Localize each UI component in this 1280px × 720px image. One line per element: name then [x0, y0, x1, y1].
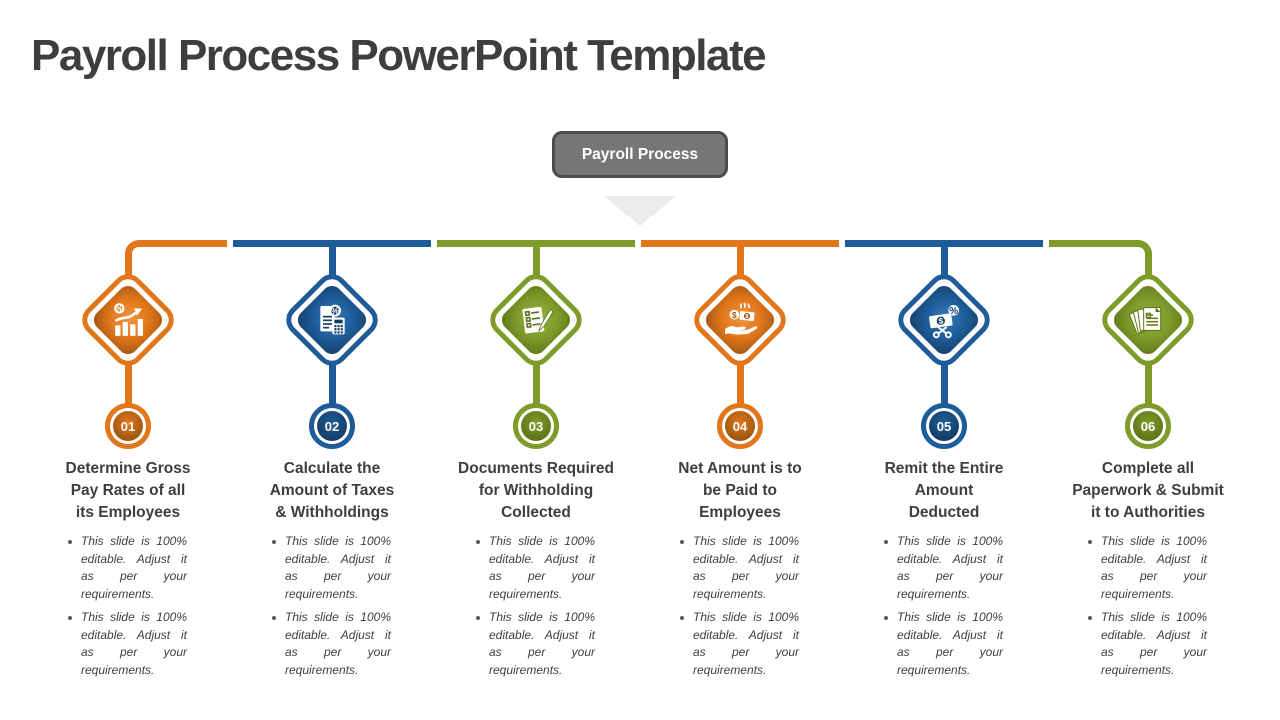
svg-text:%: % — [949, 306, 958, 317]
tax-calculator-icon: % — [312, 300, 352, 340]
badge-label: Payroll Process — [581, 145, 699, 163]
bullet-text: This slide is 100% editable. Adjust it a… — [1101, 534, 1207, 601]
bullet-item: This slide is 100% editable. Adjust it a… — [680, 533, 800, 603]
step-number-badge: 03 — [513, 403, 559, 449]
paperwork-stack-icon — [1128, 300, 1168, 340]
bullet-item: This slide is 100% editable. Adjust it a… — [272, 609, 392, 679]
connector-horizontal — [124, 240, 227, 264]
bullet-item: This slide is 100% editable. Adjust it a… — [884, 609, 1004, 679]
step-number: 01 — [120, 418, 136, 434]
bullet-dot — [68, 616, 72, 620]
bullet-item: This slide is 100% editable. Adjust it a… — [68, 609, 188, 679]
down-arrow-icon — [604, 196, 676, 226]
bullet-text: This slide is 100% editable. Adjust it a… — [81, 534, 187, 601]
step-bullets: This slide is 100% editable. Adjust it a… — [272, 533, 392, 679]
bullet-item: This slide is 100% editable. Adjust it a… — [476, 609, 596, 679]
bullet-dot — [68, 540, 72, 544]
step-diamond — [1092, 264, 1204, 376]
bullet-dot — [272, 540, 276, 544]
bullet-dot — [680, 616, 684, 620]
step-number: 03 — [528, 418, 544, 434]
step-diamond: % — [276, 264, 388, 376]
bullet-text: This slide is 100% editable. Adjust it a… — [693, 610, 799, 677]
bullet-text: This slide is 100% editable. Adjust it a… — [897, 534, 1003, 601]
step-number-badge: 06 — [1125, 403, 1171, 449]
bullet-dot — [884, 616, 888, 620]
step-diamond: % — [72, 264, 184, 376]
connector-horizontal — [1049, 240, 1152, 264]
bullet-item: This slide is 100% editable. Adjust it a… — [680, 609, 800, 679]
bullet-dot — [884, 540, 888, 544]
bullet-item: This slide is 100% editable. Adjust it a… — [68, 533, 188, 603]
step-number: 06 — [1140, 418, 1156, 434]
bullet-text: This slide is 100% editable. Adjust it a… — [897, 610, 1003, 677]
svg-text:$: $ — [745, 313, 750, 320]
bullet-item: This slide is 100% editable. Adjust it a… — [1088, 609, 1208, 679]
money-scissors-icon: %$ — [924, 300, 964, 340]
bullet-text: This slide is 100% editable. Adjust it a… — [489, 534, 595, 601]
svg-text:%: % — [116, 303, 124, 313]
bullet-text: This slide is 100% editable. Adjust it a… — [285, 534, 391, 601]
step-number-badge: 01 — [105, 403, 151, 449]
bar-chart-growth-icon: % — [108, 300, 148, 340]
bullet-item: This slide is 100% editable. Adjust it a… — [476, 533, 596, 603]
bullet-dot — [476, 540, 480, 544]
step-number-badge: 02 — [309, 403, 355, 449]
svg-text:%: % — [331, 306, 340, 316]
step-bullets: This slide is 100% editable. Adjust it a… — [1088, 533, 1208, 679]
page-title: Payroll Process PowerPoint Template — [31, 31, 767, 80]
step-number: 04 — [732, 418, 748, 434]
bullet-text: This slide is 100% editable. Adjust it a… — [81, 610, 187, 677]
step-number-badge: 05 — [921, 403, 967, 449]
bullet-item: This slide is 100% editable. Adjust it a… — [884, 533, 1004, 603]
bullet-item: This slide is 100% editable. Adjust it a… — [1088, 533, 1208, 603]
bullet-dot — [476, 616, 480, 620]
bullet-dot — [272, 616, 276, 620]
bullet-text: This slide is 100% editable. Adjust it a… — [693, 534, 799, 601]
bullet-item: This slide is 100% editable. Adjust it a… — [272, 533, 392, 603]
step-bullets: This slide is 100% editable. Adjust it a… — [680, 533, 800, 679]
step-bullets: This slide is 100% editable. Adjust it a… — [476, 533, 596, 679]
bullet-dot — [1088, 616, 1092, 620]
step-bullets: This slide is 100% editable. Adjust it a… — [68, 533, 188, 679]
step-diamond — [480, 264, 592, 376]
bullet-dot — [680, 540, 684, 544]
step-diamond: $$ — [684, 264, 796, 376]
step-number-badge: 04 — [717, 403, 763, 449]
bullet-text: This slide is 100% editable. Adjust it a… — [489, 610, 595, 677]
step-number: 05 — [936, 418, 952, 434]
step-number: 02 — [324, 418, 340, 434]
bullet-dot — [1088, 540, 1092, 544]
svg-text:$: $ — [938, 315, 944, 326]
step-diamond: %$ — [888, 264, 1000, 376]
hand-money-icon: $$ — [720, 300, 760, 340]
checklist-pencil-icon — [516, 300, 556, 340]
payroll-process-badge: Payroll Process — [552, 131, 728, 178]
step-bullets: This slide is 100% editable. Adjust it a… — [884, 533, 1004, 679]
bullet-text: This slide is 100% editable. Adjust it a… — [285, 610, 391, 677]
bullet-text: This slide is 100% editable. Adjust it a… — [1101, 610, 1207, 677]
svg-text:$: $ — [732, 310, 737, 320]
